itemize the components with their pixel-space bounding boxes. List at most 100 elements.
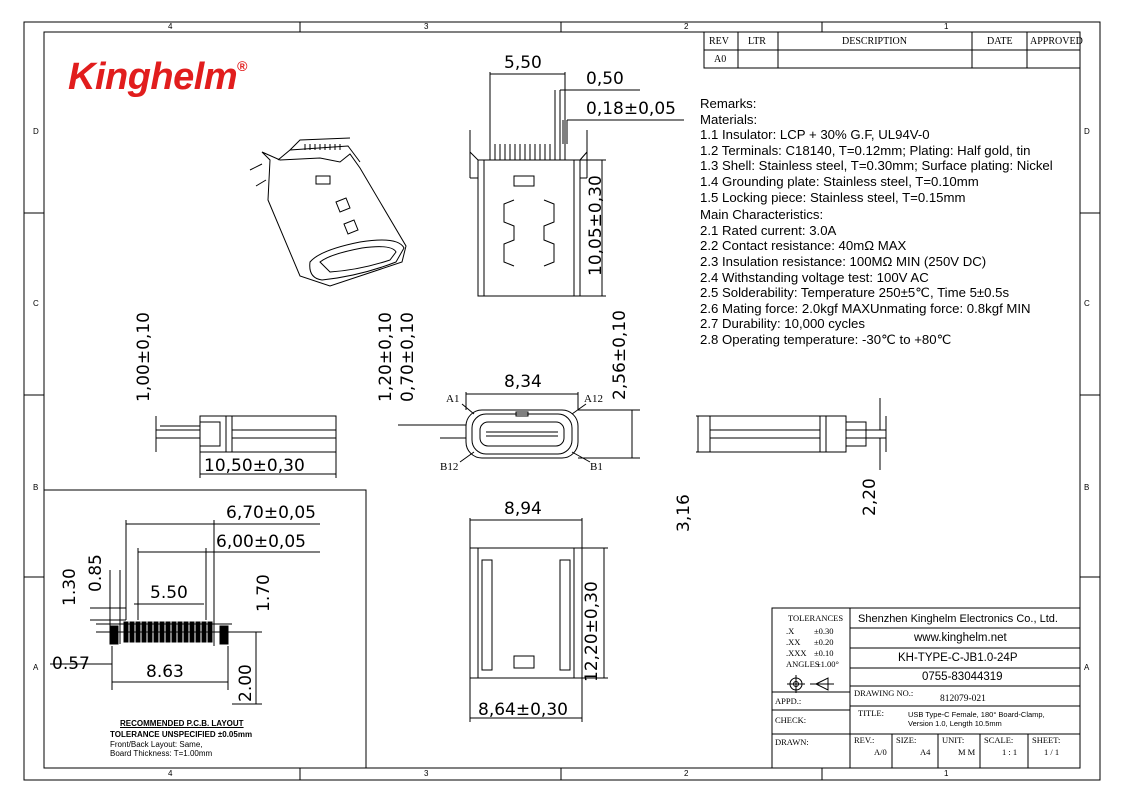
remark-line: 1.3 Shell: Stainless steel, T=0.30mm; Su… — [700, 158, 1053, 174]
right-side-view — [696, 398, 887, 470]
zone-row-c-left: C — [33, 299, 39, 308]
logo-text: Kinghelm — [68, 56, 238, 98]
zone-ticks — [24, 22, 1100, 780]
top-view-pins — [489, 144, 566, 160]
tol-label-angles: ANGLES — [786, 659, 820, 669]
rev-value-tb: A/0 — [874, 747, 887, 757]
remarks-block: Remarks: Materials: 1.1 Insulator: LCP +… — [700, 96, 1053, 348]
title-line-2: Version 1.0, Length 10.5mm — [908, 719, 1002, 728]
tolerances-header: TOLERANCES — [788, 613, 844, 623]
size-value: A4 — [920, 747, 931, 757]
zone-row-d-right: D — [1084, 127, 1090, 136]
remark-line: 1.2 Terminals: C18140, T=0.12mm; Plating… — [700, 142, 1031, 158]
remark-line: 2.4 Withstanding voltage test: 100V AC — [700, 269, 929, 285]
pin-label-a1: A1 — [446, 393, 460, 405]
dim-right-h1: 3,16 — [674, 494, 694, 532]
remark-line: 2.3 Insulation resistance: 100MΩ MIN (25… — [700, 253, 987, 269]
check-label: CHECK: — [775, 715, 807, 725]
sheet-label: SHEET: — [1032, 735, 1061, 745]
remark-line: 1.4 Grounding plate: Stainless steel, T=… — [700, 173, 979, 189]
inner-frame — [43, 31, 1081, 769]
dim-side-left-length: 10,50±0,30 — [204, 456, 305, 476]
dim-front-height: 2,56±0,10 — [610, 310, 630, 400]
isometric-view — [249, 137, 407, 287]
size-label: SIZE: — [896, 735, 917, 745]
date-header: DATE — [987, 36, 1013, 47]
remark-line: 2.8 Operating temperature: -30℃ to +80℃ — [700, 331, 952, 347]
revision-table-grid — [703, 31, 1081, 69]
zone-row-b-right: B — [1084, 483, 1090, 492]
zone-col-1-top: 1 — [944, 22, 949, 31]
dim-top-width: 5,50 — [504, 53, 542, 73]
pin-label-b12: B12 — [440, 461, 459, 473]
pcb-dim-h1: 1.30 — [60, 568, 80, 606]
remark-line: 1.1 Insulator: LCP + 30% G.F, UL94V-0 — [700, 127, 930, 143]
scale-label: SCALE: — [984, 735, 1014, 745]
unit-value: M M — [958, 747, 976, 757]
dim-right-h2: 2,20 — [860, 478, 880, 516]
pcb-dim-w4: 0.57 — [52, 654, 90, 674]
pcb-note-title: RECOMMENDED P.C.B. LAYOUT — [120, 719, 244, 728]
tol-value-angles: ±1.00° — [816, 659, 839, 669]
tol-label-x: .X — [786, 626, 795, 636]
pcb-pads — [109, 621, 229, 645]
pcb-dim-h4: 2.00 — [236, 664, 256, 702]
front-view — [398, 392, 640, 463]
bottom-view — [469, 518, 608, 722]
remark-line: 2.1 Rated current: 3.0A — [700, 222, 837, 238]
zone-col-2-top: 2 — [684, 22, 689, 31]
remark-line: 2.7 Durability: 10,000 cycles — [700, 316, 865, 332]
dim-bottom-height: 12,20±0,30 — [582, 581, 602, 682]
pcb-dim-w3: 5.50 — [150, 583, 188, 603]
title-line-1: USB Type-C Female, 180° Board-Clamp, — [908, 710, 1045, 719]
pin-label-a12: A12 — [584, 393, 603, 405]
part-number: KH-TYPE-C-JB1.0-24P — [898, 652, 1018, 664]
tol-value-xx: ±0.20 — [814, 637, 834, 647]
remark-line: 2.6 Mating force: 2.0kgf MAXUnmating for… — [700, 300, 1031, 316]
rev-header: REV — [709, 36, 729, 47]
rev-value: A0 — [714, 54, 727, 65]
zone-col-4-bottom: 4 — [168, 769, 173, 778]
approved-header: APPROVED — [1030, 36, 1083, 47]
zone-row-d-left: D — [33, 127, 39, 136]
zone-row-a-right: A — [1084, 663, 1090, 672]
title-block-grid — [771, 607, 1081, 769]
zone-col-3-bottom: 3 — [424, 769, 429, 778]
pcb-dim-w1: 6,70±0,05 — [226, 503, 316, 523]
kinghelm-logo: Kinghelm® — [68, 56, 247, 99]
sheet-value: 1 / 1 — [1044, 747, 1060, 757]
dim-front-width: 8,34 — [504, 372, 542, 392]
zone-col-3-top: 3 — [424, 22, 429, 31]
dim-pin-width: 0,18±0,05 — [586, 99, 676, 119]
tol-value-xxx: ±0.10 — [814, 648, 834, 658]
pcb-note-thickness: Board Thickness: T=1.00mm — [110, 749, 213, 758]
dim-bottom-width: 8,94 — [504, 499, 542, 519]
pcb-dim-h2: 0.85 — [86, 554, 106, 592]
zone-row-a-left: A — [33, 663, 39, 672]
remarks-heading: Remarks: — [700, 96, 757, 111]
zone-row-c-right: C — [1084, 299, 1090, 308]
zone-col-4-top: 4 — [168, 22, 173, 31]
pcb-dim-w5: 8.63 — [146, 662, 184, 682]
top-view — [469, 72, 684, 297]
dim-top-height: 10,05±0,30 — [586, 175, 606, 276]
company-name: Shenzhen Kinghelm Electronics Co., Ltd. — [858, 613, 1058, 625]
pcb-dim-w2: 6,00±0,05 — [216, 532, 306, 552]
zone-row-b-left: B — [33, 483, 39, 492]
pin-label-b1: B1 — [590, 461, 603, 473]
dim-bottom-width2: 8,64±0,30 — [478, 700, 568, 720]
description-header: DESCRIPTION — [842, 36, 908, 47]
drawing-no: 812079-021 — [940, 694, 986, 704]
pcb-note-layout: Front/Back Layout: Same, — [110, 740, 203, 749]
remark-line: 2.2 Contact resistance: 40mΩ MAX — [700, 238, 907, 254]
materials-heading: Materials: — [700, 111, 758, 127]
projection-symbol — [787, 675, 834, 693]
tol-label-xxx: .XXX — [786, 648, 807, 658]
dim-pitch: 0,50 — [586, 69, 624, 89]
zone-col-2-bottom: 2 — [684, 769, 689, 778]
tol-label-xx: .XX — [786, 637, 801, 647]
pcb-layout-box — [43, 489, 367, 769]
appd-label: APPD.: — [775, 696, 802, 706]
